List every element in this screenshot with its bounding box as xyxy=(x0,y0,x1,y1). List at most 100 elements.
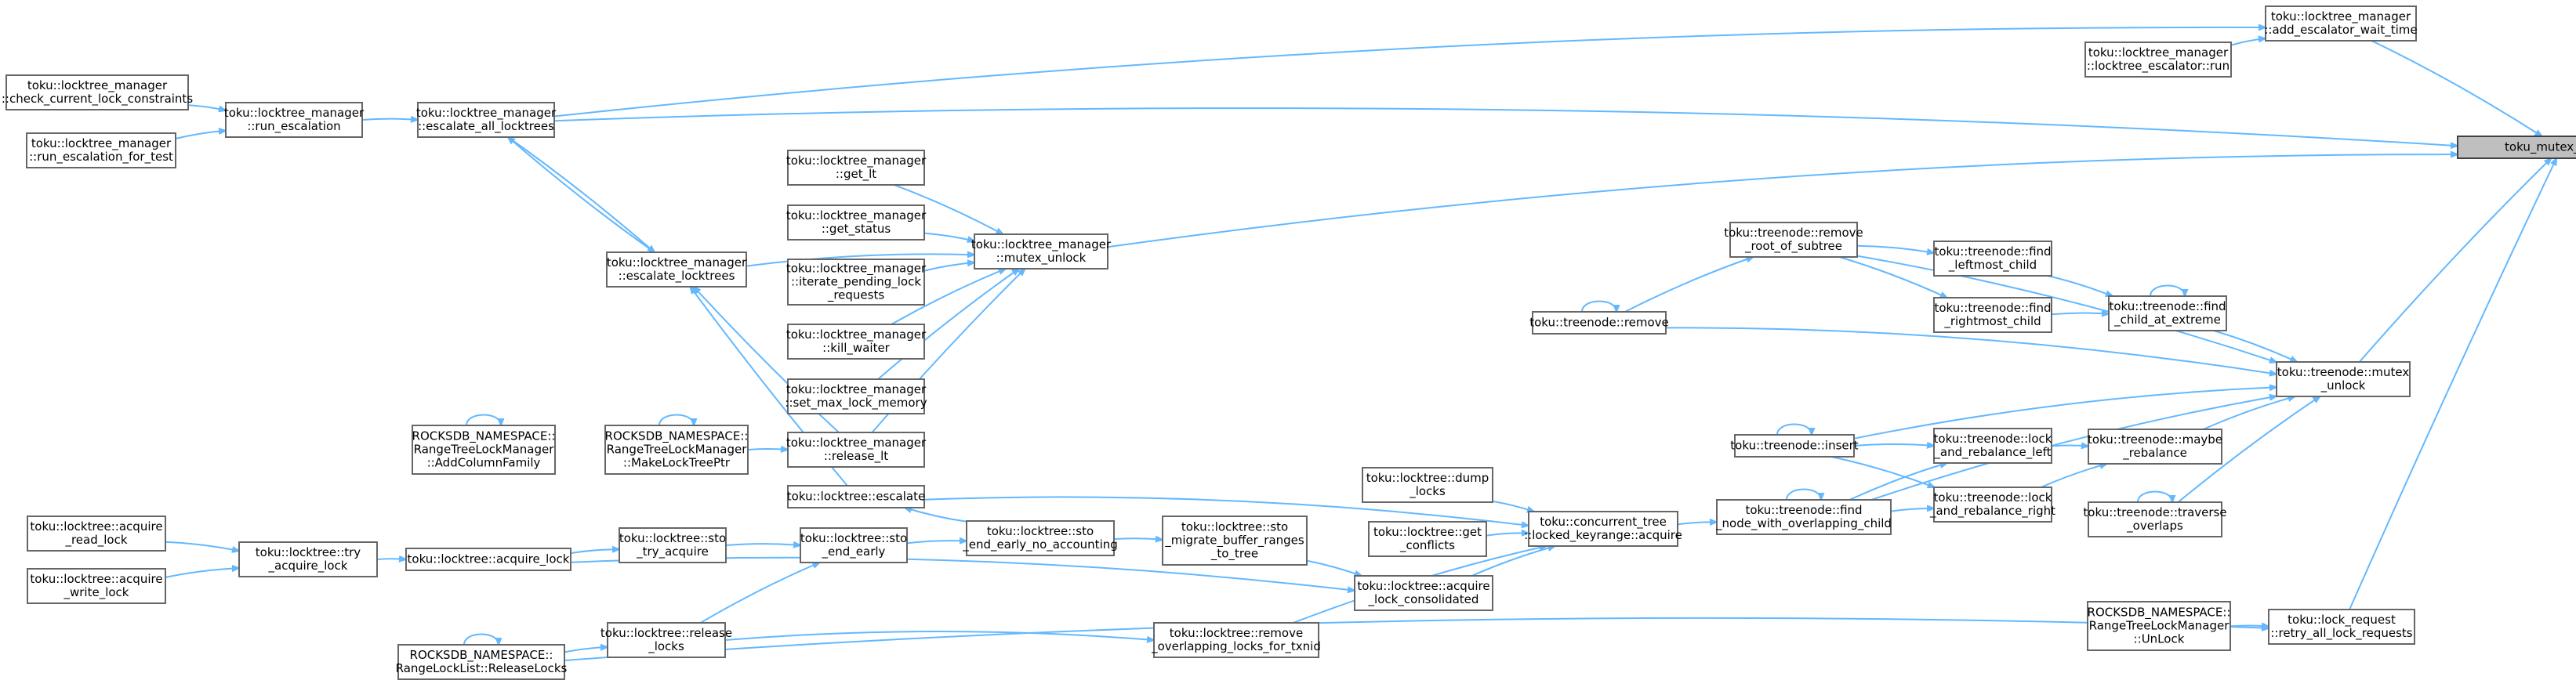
edge-remove_root_of_subtree-to-find_rightmost_child xyxy=(1838,256,1947,298)
node-lock-and-rebalance-right[interactable]: toku::treenode::lock_and_rebalance_right xyxy=(1929,487,2055,523)
node-box xyxy=(1933,297,2052,333)
node-lock-and-rebalance-left[interactable]: toku::treenode::lock_and_rebalance_left xyxy=(1933,428,2052,464)
node-get-lt[interactable]: toku::locktree_manager::get_lt xyxy=(786,150,927,186)
edge-sto_try_acquire-to-sto_end_early xyxy=(725,544,800,545)
node-label-line: toku::locktree_manager xyxy=(224,106,365,121)
node-remove-overlapping[interactable]: toku::locktree::remove_overlapping_locks… xyxy=(1151,622,1321,658)
node-get-conflicts[interactable]: toku::locktree::get_conflicts xyxy=(1368,521,1487,557)
node-tn-insert[interactable]: toku::treenode::insert xyxy=(1730,434,1859,458)
node-box xyxy=(238,541,378,577)
node-tn-remove[interactable]: toku::treenode::remove xyxy=(1529,311,1669,335)
node-sto-end-early[interactable]: toku::locktree::sto_end_early xyxy=(800,527,908,563)
node-sto-try-acquire[interactable]: toku::locktree::sto_try_acquire xyxy=(619,527,727,563)
nodes-layer: toku_mutex_unlocktoku::locktree_manager:… xyxy=(2,5,2576,680)
node-set-max-lock-memory[interactable]: toku::locktree_manager::set_max_lock_mem… xyxy=(785,378,927,414)
node-label-line: _rightmost_child xyxy=(1943,314,2041,329)
edge-acquire_lock-to-sto_try_acquire xyxy=(570,549,619,554)
node-find-node-with-overlapping[interactable]: toku::treenode::find_node_with_overlappi… xyxy=(1715,499,1892,535)
node-release-locks[interactable]: toku::locktree::release_locks xyxy=(600,622,732,658)
node-unlock-rocks[interactable]: ROCKSDB_NAMESPACE::RangeTreeLockManager:… xyxy=(2087,601,2231,651)
node-box xyxy=(1729,222,1858,258)
node-label-line: _migrate_buffer_ranges xyxy=(1164,534,1304,548)
node-locktree-escalator-run[interactable]: toku::locktree_manager::locktree_escalat… xyxy=(2084,42,2232,78)
node-box xyxy=(606,251,747,288)
node-label-line: toku::locktree_manager xyxy=(786,208,927,223)
node-release-locks-rocks[interactable]: ROCKSDB_NAMESPACE::RangeLockList::Releas… xyxy=(396,644,568,680)
node-label-line: toku::locktree_manager xyxy=(607,255,747,270)
node-dump-locks[interactable]: toku::locktree::dump_locks xyxy=(1362,467,1493,503)
edge-sto_end_early_no_acc-to-sto_migrate xyxy=(1113,538,1163,540)
node-remove-root-of-subtree[interactable]: toku::treenode::remove_root_of_subtree xyxy=(1724,222,1863,258)
node-retry-all-lock-requests[interactable]: toku::lock_request::retry_all_lock_reque… xyxy=(2268,609,2415,645)
node-sto-end-early-no-acc[interactable]: toku::locktree::sto_end_early_no_account… xyxy=(962,520,1118,556)
node-kill-waiter[interactable]: toku::locktree_manager::kill_waiter xyxy=(786,324,927,360)
node-escalate-all-locktrees[interactable]: toku::locktree_manager::escalate_all_loc… xyxy=(416,102,557,138)
node-label-line: _end_early xyxy=(822,544,886,559)
node-box xyxy=(27,568,166,604)
edge-locked_keyrange_acquire-to-find_node_with_overlapping xyxy=(1677,522,1717,524)
node-tn-mutex-unlock[interactable]: toku::treenode::mutex_unlock xyxy=(2276,361,2411,397)
node-label-line: _to_tree xyxy=(1210,547,1258,562)
node-label-line: ::set_max_lock_memory xyxy=(785,396,927,411)
node-release-lt[interactable]: toku::locktree_manager::release_lt xyxy=(786,432,927,468)
edge-tn_remove-to-tn_mutex_unlock xyxy=(1665,327,2277,374)
edge-escalate-to-locked_keyrange_acquire xyxy=(923,496,1529,525)
edge-check_current_lock_constraints-to-run_escalation xyxy=(187,104,226,110)
node-box xyxy=(1933,428,2052,464)
edge-find_node_with_overlapping-to-lock_and_rebalance_left xyxy=(1849,463,1947,501)
node-check-current-lock-constraints[interactable]: toku::locktree_manager::check_current_lo… xyxy=(2,74,193,110)
node-label-line: ::retry_all_lock_requests xyxy=(2270,626,2412,641)
node-escalate-locktrees[interactable]: toku::locktree_manager::escalate_locktre… xyxy=(606,251,747,288)
node-label-line: toku::treenode::insert xyxy=(1730,439,1859,453)
edge-run_escalation_for_test-to-run_escalation xyxy=(175,131,226,139)
edge-find_node_with_overlapping-to-lock_and_rebalance_right xyxy=(1890,508,1934,512)
node-box xyxy=(607,622,726,658)
node-make-lock-tree-ptr[interactable]: ROCKSDB_NAMESPACE::RangeTreeLockManager:… xyxy=(604,425,749,475)
node-label-line: ::iterate_pending_lock xyxy=(791,275,921,290)
node-box xyxy=(787,378,925,414)
node-traverse-overlaps[interactable]: toku::treenode::traverse_overlaps xyxy=(2083,501,2227,537)
node-acquire-write-lock[interactable]: toku::locktree::acquire_write_lock xyxy=(27,568,166,604)
node-find-rightmost-child[interactable]: toku::treenode::find_rightmost_child xyxy=(1933,297,2052,333)
node-label-line: toku::locktree::remove xyxy=(1170,626,1303,640)
node-add-column-family[interactable]: ROCKSDB_NAMESPACE::RangeTreeLockManager:… xyxy=(412,425,556,475)
edge-release_locks-to-sto_end_early xyxy=(699,563,820,624)
node-label-line: _rebalance xyxy=(2122,446,2187,461)
node-label-line: RangeTreeLockManager xyxy=(414,443,555,457)
node-escalate[interactable]: toku::locktree::escalate xyxy=(787,485,925,508)
node-find-child-at-extreme[interactable]: toku::treenode::find_child_at_extreme xyxy=(2108,295,2227,331)
node-box xyxy=(2088,501,2222,537)
node-try-acquire-lock[interactable]: toku::locktree::try_acquire_lock xyxy=(238,541,378,577)
edge-get_lt-to-ltm_mutex_unlock xyxy=(894,184,1003,234)
node-box xyxy=(787,259,925,306)
node-run-escalation-for-test[interactable]: toku::locktree_manager::run_escalation_f… xyxy=(26,132,176,168)
node-box xyxy=(2084,42,2232,78)
node-iterate-pending[interactable]: toku::locktree_manager::iterate_pending_… xyxy=(786,259,927,306)
edge-add_column_family-to-add_column_family xyxy=(466,414,501,426)
node-label-line: toku::locktree_manager xyxy=(2271,9,2411,24)
node-box xyxy=(604,425,749,475)
node-get-status[interactable]: toku::locktree_manager::get_status xyxy=(786,204,927,241)
node-mutex-unlock-root[interactable]: toku_mutex_unlock xyxy=(2457,136,2576,159)
node-run-escalation[interactable]: toku::locktree_manager::run_escalation xyxy=(224,102,365,138)
node-sto-migrate[interactable]: toku::locktree::sto_migrate_buffer_range… xyxy=(1162,516,1308,566)
node-maybe-rebalance[interactable]: toku::treenode::maybe_rebalance xyxy=(2088,429,2222,465)
edge-lock_and_rebalance_left-to-maybe_rebalance xyxy=(2051,446,2088,447)
node-acquire-read-lock[interactable]: toku::locktree::acquire_read_lock xyxy=(27,516,166,552)
node-locked-keyrange-acquire[interactable]: toku::concurrent_tree::locked_keyrange::… xyxy=(1524,511,1682,547)
node-label-line: ::UnLock xyxy=(2134,632,2185,646)
edge-tn_insert-to-tn_mutex_unlock xyxy=(1853,387,2277,440)
node-label-line: toku::locktree::acquire_lock xyxy=(408,552,570,567)
node-acquire-lock-consolidated[interactable]: toku::locktree::acquire_lock_consolidate… xyxy=(1354,575,1493,611)
node-box xyxy=(417,102,555,138)
node-box xyxy=(2457,136,2576,159)
node-add-escalator-wait-time[interactable]: toku::locktree_manager::add_escalator_wa… xyxy=(2264,5,2418,42)
edge-tn_remove-to-tn_remove xyxy=(1581,300,1616,313)
node-label-line: toku::treenode::lock xyxy=(1934,490,2052,505)
node-find-leftmost-child[interactable]: toku::treenode::find_leftmost_child xyxy=(1933,241,2052,277)
node-label-line: _locks xyxy=(648,639,684,654)
node-acquire-lock[interactable]: toku::locktree::acquire_lock xyxy=(405,548,571,571)
node-label-line: toku::treenode::find xyxy=(1745,503,1862,517)
node-ltm-mutex-unlock[interactable]: toku::locktree_manager::mutex_unlock xyxy=(971,233,1112,270)
